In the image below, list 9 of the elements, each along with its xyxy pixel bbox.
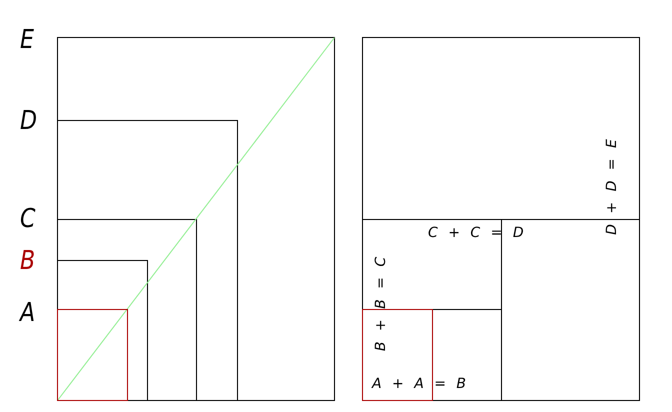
axis-letter: E xyxy=(20,27,34,53)
equation-label: C + C = D xyxy=(428,226,524,240)
equation-label: A + A = B xyxy=(372,377,466,391)
axis-letter: A xyxy=(20,300,36,326)
equation-label: D + D = E xyxy=(604,139,619,235)
axis-letter: C xyxy=(20,206,36,232)
equation-label: B + B = C xyxy=(374,256,388,352)
axis-letter: B xyxy=(20,248,36,274)
axis-letter: D xyxy=(20,108,38,134)
